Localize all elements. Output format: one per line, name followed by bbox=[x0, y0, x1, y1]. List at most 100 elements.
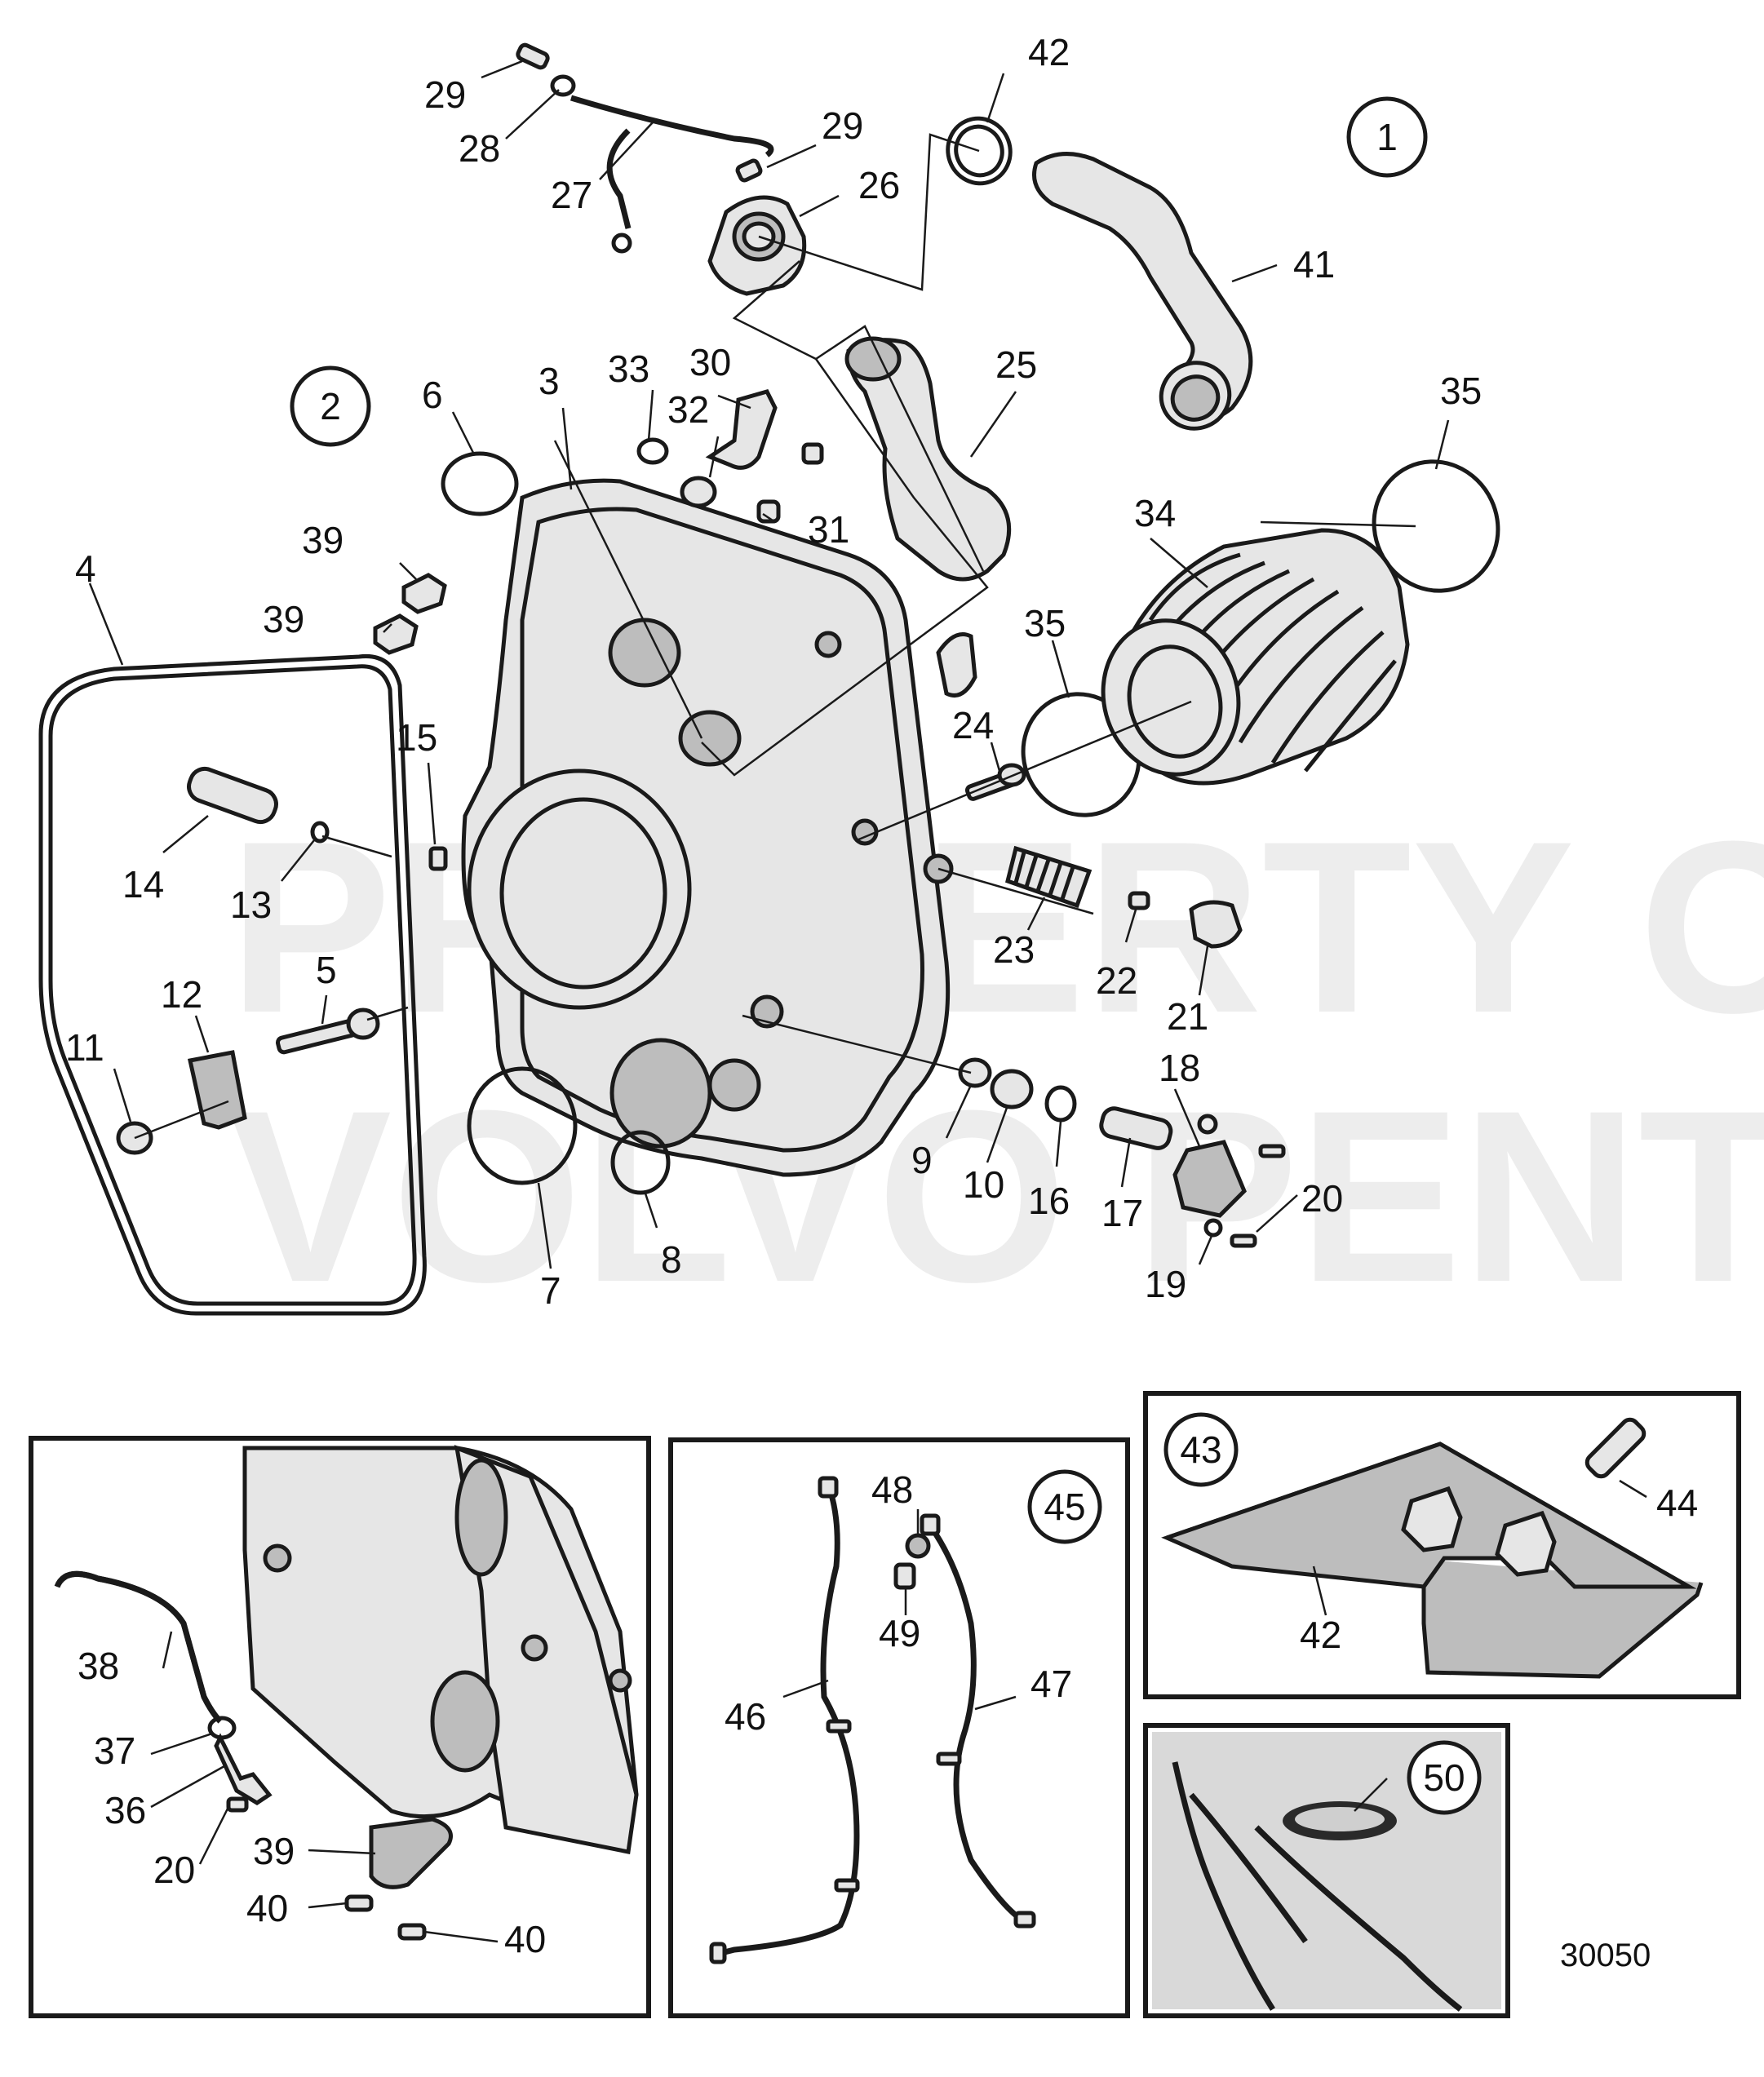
label-39b: 39 bbox=[263, 598, 304, 640]
part-29-screw-b bbox=[735, 158, 763, 183]
label-34: 34 bbox=[1134, 492, 1176, 534]
watermark-line-1: PROPERTY OF bbox=[228, 790, 1764, 1064]
label-14: 14 bbox=[122, 863, 164, 906]
label-9: 9 bbox=[911, 1139, 933, 1181]
label-6: 6 bbox=[422, 374, 443, 416]
label-11: 11 bbox=[65, 1026, 104, 1069]
part-48-washer bbox=[905, 1533, 931, 1559]
part-9-bushing bbox=[958, 1057, 992, 1088]
part-17-sensor bbox=[1099, 1106, 1173, 1150]
label-35b: 35 bbox=[1024, 602, 1066, 644]
part-7-oring bbox=[467, 1066, 578, 1185]
part-49-screw bbox=[893, 1562, 916, 1590]
label-42b: 42 bbox=[1300, 1614, 1341, 1656]
label-47: 47 bbox=[1030, 1663, 1072, 1705]
label-39a: 39 bbox=[302, 519, 343, 561]
label-29a: 29 bbox=[424, 73, 466, 116]
label-38: 38 bbox=[78, 1645, 119, 1687]
part-4-gasket bbox=[38, 653, 427, 1316]
watermark: PROPERTY OF VOLVO PENTA bbox=[228, 790, 1764, 1333]
part-15-plug bbox=[428, 846, 448, 871]
part-47-cable bbox=[928, 1523, 1026, 1924]
part-31-screw bbox=[756, 499, 781, 524]
label-26: 26 bbox=[858, 164, 900, 206]
part-33-oring bbox=[636, 437, 669, 465]
label-41: 41 bbox=[1293, 243, 1335, 286]
part-20-screw bbox=[1230, 1233, 1257, 1248]
label-18: 18 bbox=[1159, 1047, 1200, 1089]
inset-trim-plate: 44 42 43 bbox=[1143, 1391, 1741, 1699]
label-46: 46 bbox=[725, 1695, 766, 1738]
label-4: 4 bbox=[75, 547, 96, 590]
part-10-bushing bbox=[990, 1069, 1034, 1109]
label-30: 30 bbox=[689, 341, 731, 383]
label-31: 31 bbox=[808, 508, 849, 551]
part-21-cap bbox=[1189, 900, 1243, 949]
label-44: 44 bbox=[1656, 1481, 1698, 1524]
label-42: 42 bbox=[1028, 31, 1070, 73]
label-8: 8 bbox=[661, 1238, 682, 1281]
label-13: 13 bbox=[230, 884, 272, 926]
part-12-plate bbox=[188, 1050, 247, 1130]
label-25: 25 bbox=[995, 343, 1037, 386]
label-48: 48 bbox=[871, 1468, 913, 1511]
part-39-nut-a bbox=[401, 573, 447, 614]
view-marker-50-label: 50 bbox=[1423, 1756, 1465, 1799]
leader-lines bbox=[88, 60, 1450, 1269]
watermark-line-2: VOLVO PENTA bbox=[228, 1059, 1764, 1333]
part-18-module bbox=[1172, 1140, 1247, 1218]
label-33: 33 bbox=[608, 348, 649, 390]
label-12: 12 bbox=[161, 973, 202, 1016]
label-21: 21 bbox=[1167, 995, 1208, 1038]
label-17: 17 bbox=[1101, 1192, 1143, 1234]
inset-cables: 48 49 46 47 45 bbox=[668, 1437, 1130, 2018]
label-36: 36 bbox=[104, 1789, 146, 1831]
label-29b: 29 bbox=[822, 104, 863, 147]
view-marker-2-label: 2 bbox=[320, 385, 341, 427]
label-27: 27 bbox=[551, 174, 592, 216]
part-46-cable bbox=[717, 1483, 860, 1957]
label-23: 23 bbox=[993, 928, 1035, 971]
label-39c: 39 bbox=[253, 1830, 295, 1872]
label-22: 22 bbox=[1096, 959, 1137, 1002]
label-40b: 40 bbox=[504, 1918, 546, 1960]
part-20-screw-b bbox=[226, 1796, 249, 1813]
part-6-oring bbox=[441, 451, 519, 516]
label-5: 5 bbox=[316, 949, 337, 991]
part-30-bracket bbox=[705, 389, 778, 470]
part-23-spring bbox=[1005, 845, 1093, 909]
view-marker-43-label: 43 bbox=[1180, 1428, 1221, 1471]
label-37: 37 bbox=[94, 1729, 135, 1772]
part-22-valve bbox=[1128, 891, 1150, 910]
label-49: 49 bbox=[879, 1612, 920, 1654]
label-40a: 40 bbox=[246, 1887, 288, 1929]
label-20b: 20 bbox=[153, 1849, 195, 1891]
part-44-bolt bbox=[1584, 1417, 1647, 1479]
part-28-washer bbox=[550, 74, 576, 97]
part-39-nut-b bbox=[373, 613, 419, 655]
label-20a: 20 bbox=[1301, 1177, 1343, 1220]
part-8-oring bbox=[610, 1130, 671, 1195]
part-42-clamp bbox=[946, 116, 1013, 186]
label-24: 24 bbox=[952, 704, 994, 746]
view-marker-2: 2 bbox=[290, 365, 371, 447]
part-16-ring bbox=[1044, 1085, 1077, 1123]
part-19-washer bbox=[1203, 1218, 1223, 1238]
view-marker-45-label: 45 bbox=[1044, 1486, 1085, 1528]
label-10: 10 bbox=[963, 1163, 1004, 1206]
part-14-pin bbox=[187, 766, 278, 825]
view-marker-1-label: 1 bbox=[1376, 116, 1398, 158]
part-40-bolt-a bbox=[344, 1894, 374, 1912]
part-32-plug bbox=[680, 476, 717, 508]
label-16: 16 bbox=[1028, 1180, 1070, 1222]
label-15: 15 bbox=[396, 716, 437, 759]
label-28: 28 bbox=[459, 127, 500, 170]
part-13-ring bbox=[310, 821, 330, 844]
document-number: 30050 bbox=[1560, 1938, 1651, 1973]
label-32: 32 bbox=[667, 388, 709, 431]
part-39-bracket bbox=[369, 1817, 453, 1889]
part-27-cable bbox=[570, 95, 774, 157]
main-parts bbox=[38, 42, 1500, 1316]
view-marker-1: 1 bbox=[1346, 96, 1428, 178]
